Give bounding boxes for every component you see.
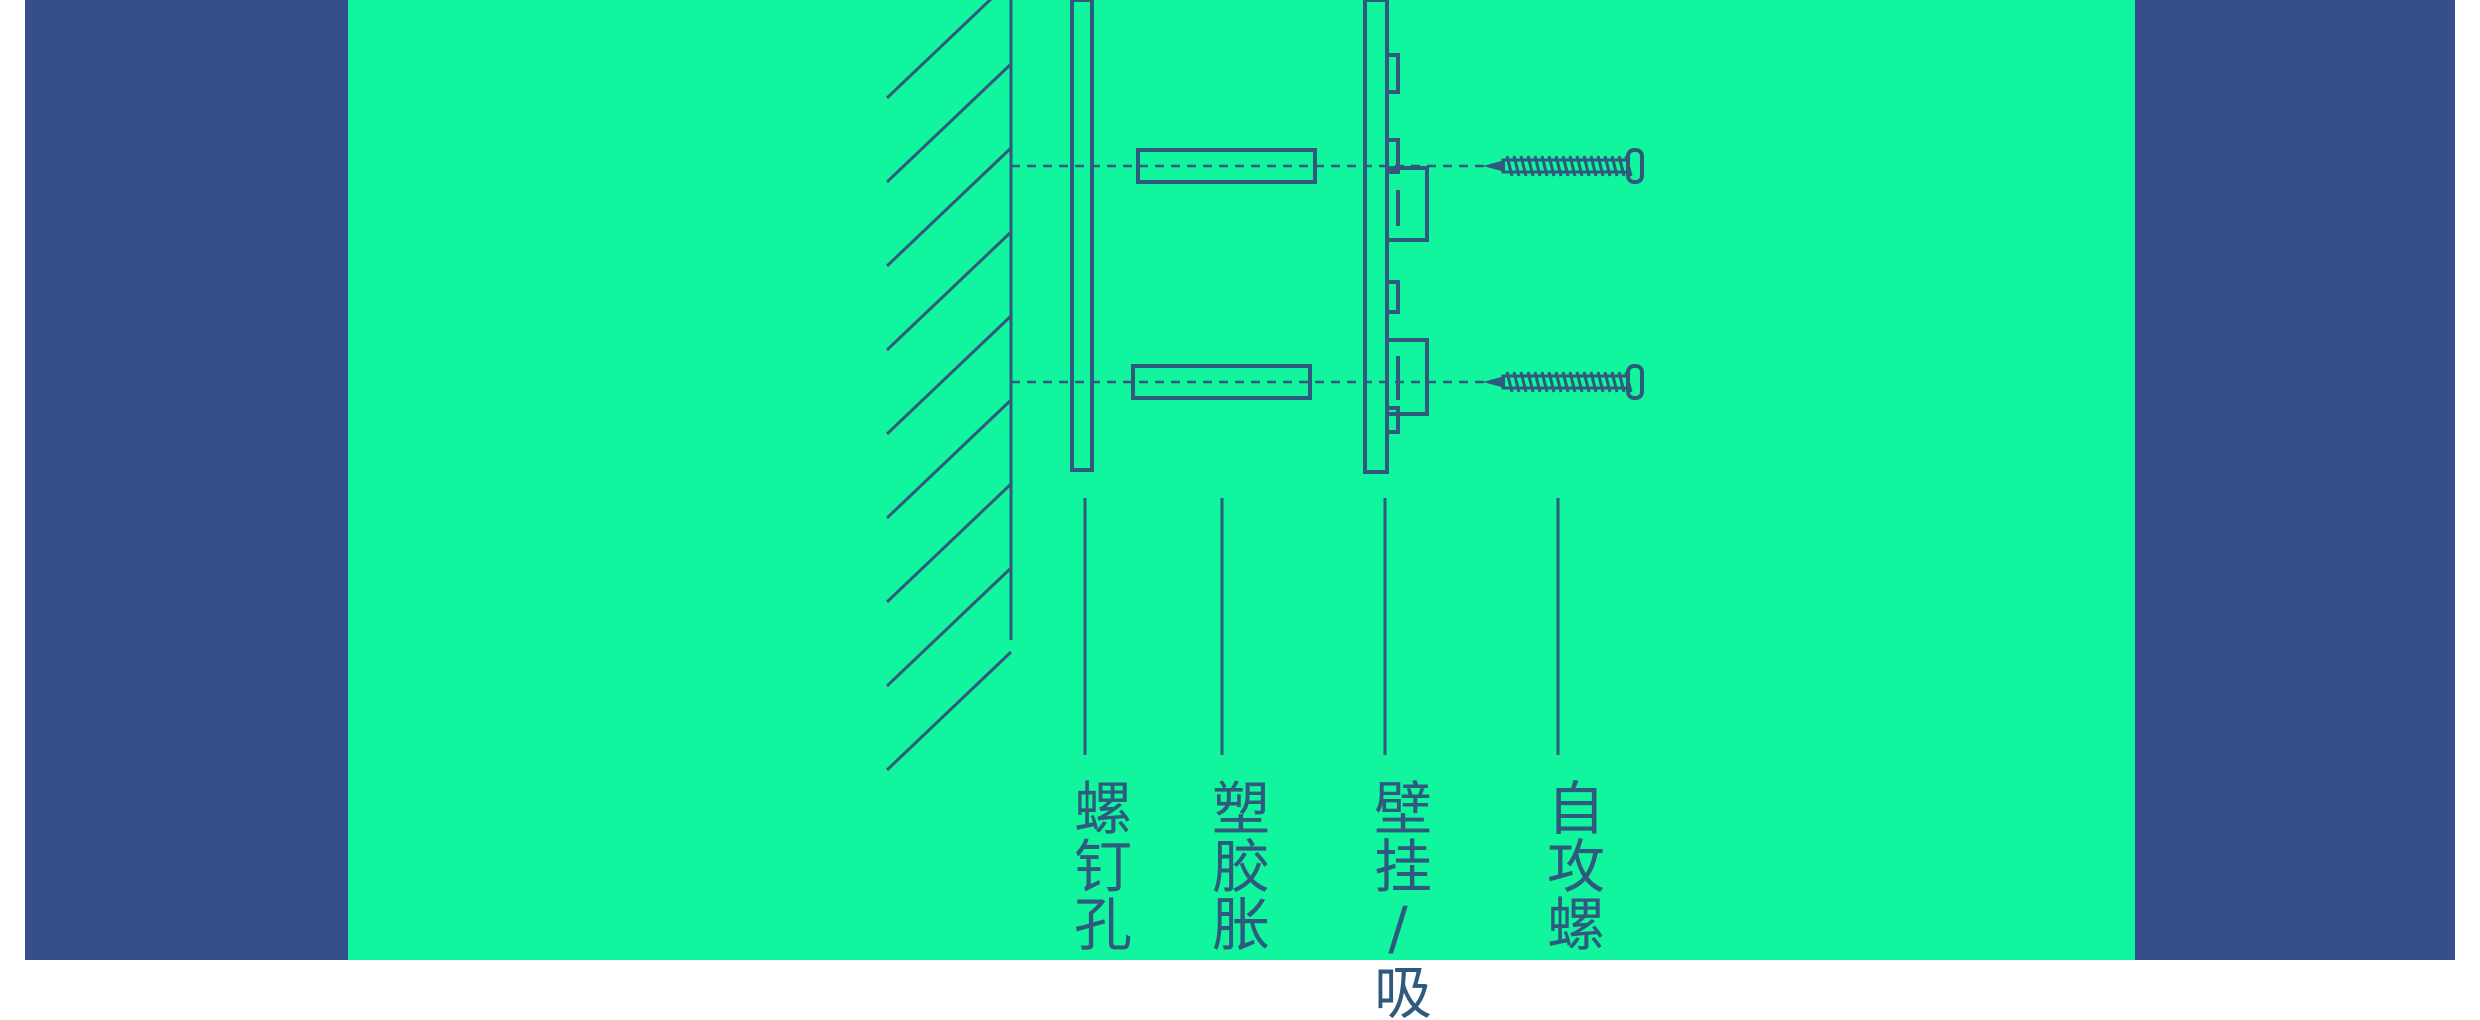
screw-thread	[1519, 371, 1528, 393]
hatch-line	[885, 566, 1013, 688]
screw-head	[1626, 148, 1644, 184]
screw-thread	[1554, 371, 1563, 393]
screw-thread	[1512, 371, 1521, 393]
self-tapping-screw-top	[1483, 148, 1644, 184]
wall-mount-bracket	[1363, 0, 1429, 474]
screw-thread	[1526, 155, 1535, 177]
screw-thread	[1568, 371, 1577, 393]
label-screw-hole: 螺钉孔	[1064, 778, 1132, 952]
screw-thread	[1568, 155, 1577, 177]
screw-thread	[1610, 371, 1619, 393]
label-plastic-anchor: 塑胶胀	[1202, 778, 1270, 952]
hatch-line	[885, 0, 993, 100]
screw-thread	[1589, 371, 1598, 393]
diagram-panel	[348, 0, 2135, 960]
screw-thread	[1540, 371, 1549, 393]
screw-tip	[1483, 160, 1505, 172]
screw-thread	[1561, 371, 1570, 393]
screw-thread	[1547, 155, 1556, 177]
screw-tip	[1483, 376, 1505, 388]
screw-thread	[1596, 371, 1605, 393]
screw-thread	[1533, 155, 1542, 177]
wall-hatching	[885, 0, 1013, 772]
screw-thread	[1603, 371, 1612, 393]
screw-hole-plate	[1070, 0, 1094, 472]
screw-thread	[1582, 155, 1591, 177]
screw-thread	[1540, 155, 1549, 177]
screw-thread	[1519, 155, 1528, 177]
label-self-tapping-screw: 自攻螺	[1537, 778, 1605, 952]
screw-thread	[1561, 155, 1570, 177]
screw-head	[1626, 364, 1644, 400]
screw-thread	[1582, 371, 1591, 393]
screw-thread	[1589, 155, 1598, 177]
screw-thread	[1575, 371, 1584, 393]
screw-thread	[1596, 155, 1605, 177]
hatch-line	[885, 482, 1013, 604]
screw-thread	[1533, 371, 1542, 393]
hatch-line	[885, 230, 1013, 352]
screw-thread	[1617, 371, 1626, 393]
plastic-anchor-bottom	[1131, 364, 1312, 400]
hatch-line	[885, 650, 1013, 772]
label-wall-mount: 壁挂/吸	[1364, 778, 1432, 1020]
self-tapping-screw-bottom	[1483, 364, 1644, 400]
hatch-line	[885, 146, 1013, 268]
screw-thread	[1526, 371, 1535, 393]
screw-thread	[1575, 155, 1584, 177]
installation-diagram	[885, 0, 1644, 772]
screw-thread	[1505, 371, 1514, 393]
screw-thread	[1554, 155, 1563, 177]
hatch-line	[885, 314, 1013, 436]
screw-thread	[1547, 371, 1556, 393]
hatch-line	[885, 398, 1013, 520]
screw-thread	[1505, 155, 1514, 177]
screw-thread	[1603, 155, 1612, 177]
hatch-line	[885, 62, 1013, 184]
screw-thread	[1617, 155, 1626, 177]
screw-thread	[1610, 155, 1619, 177]
screw-thread	[1512, 155, 1521, 177]
